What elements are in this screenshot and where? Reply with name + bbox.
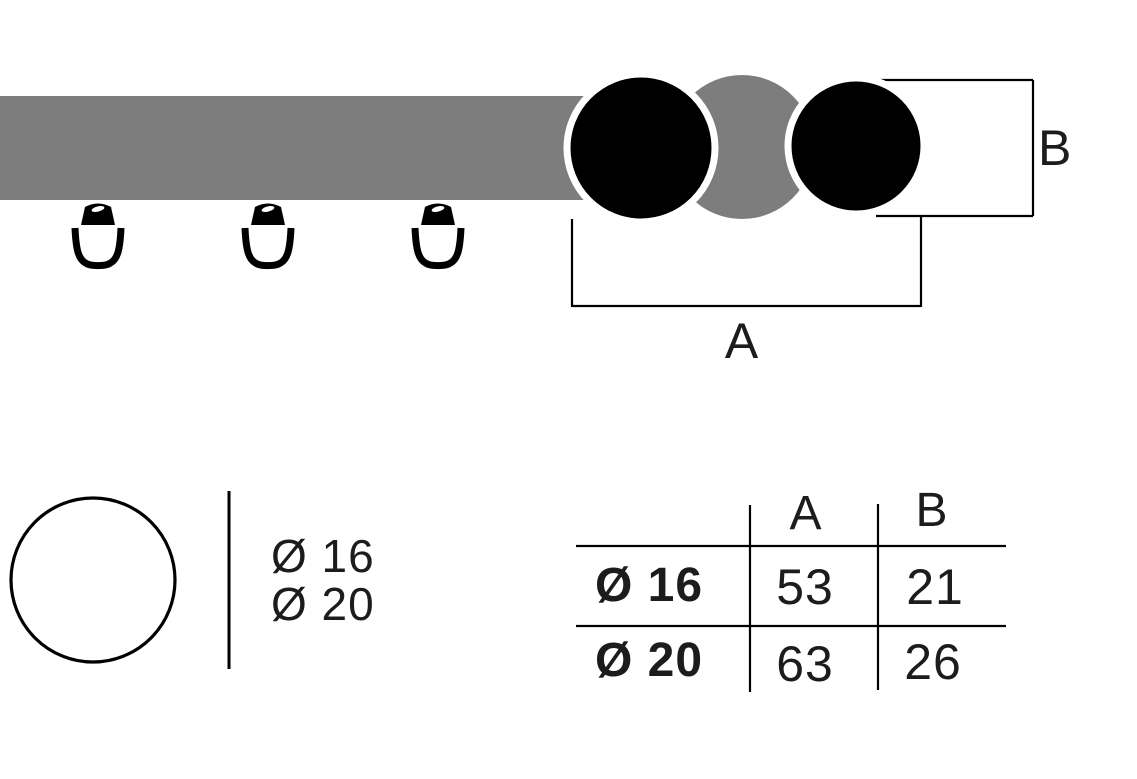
finial-end-sphere [784, 74, 928, 218]
table-row2-value-b: 26 [904, 634, 962, 690]
table-row1-value-b: 21 [906, 559, 964, 615]
rod-cross-section-circle [9, 496, 177, 664]
table-row2-value-a: 63 [776, 636, 834, 692]
table-row2-diameter: Ø 20 [595, 634, 704, 687]
table-col-header-b: B [915, 484, 949, 537]
curtain-glider-1 [75, 204, 121, 266]
diameter-option-16: Ø 16 [271, 530, 375, 582]
curtain-glider-3 [415, 204, 461, 266]
diameter-option-20: Ø 20 [271, 578, 375, 630]
table-row1-value-a: 53 [776, 559, 834, 615]
finial-inner-sphere [563, 70, 719, 226]
table-row1-diameter: Ø 16 [595, 559, 704, 612]
dim-b-label: B [1038, 120, 1073, 176]
curtain-rail [0, 96, 622, 200]
dim-a-label: A [724, 313, 760, 369]
curtain-glider-2 [245, 204, 291, 266]
table-col-header-a: A [789, 487, 823, 540]
